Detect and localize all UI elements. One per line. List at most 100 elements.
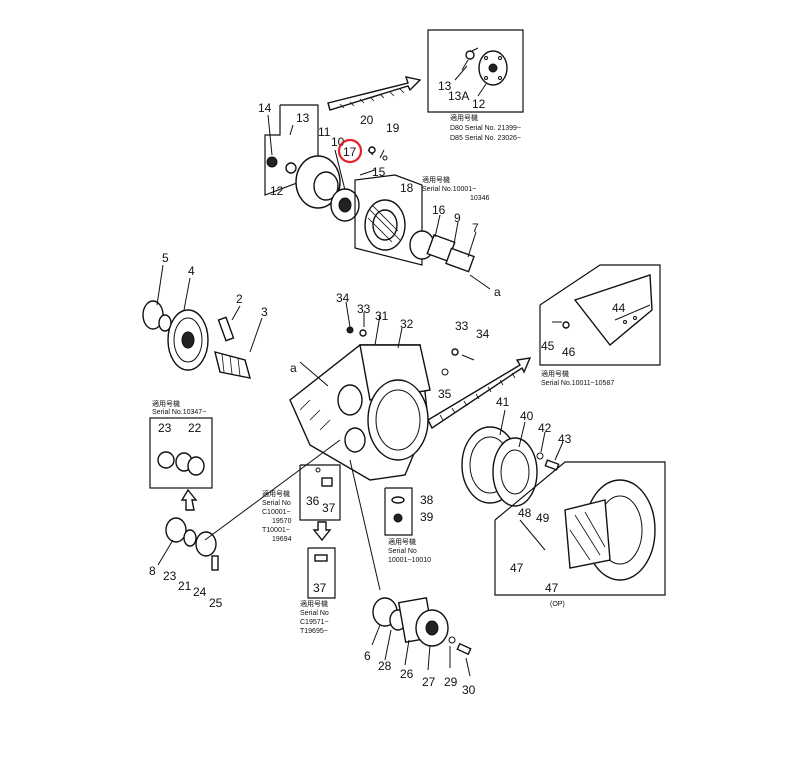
- label-a-mid: a: [290, 361, 297, 375]
- svg-text:D80 Serial No. 21399~: D80 Serial No. 21399~: [450, 125, 521, 132]
- label-31: 31: [375, 309, 389, 323]
- label-18: 18: [400, 181, 414, 195]
- label-26: 26: [400, 667, 414, 681]
- lower-left-parts: 8 23 21 24 25: [149, 488, 223, 610]
- label-44: 44: [612, 301, 626, 315]
- label-45: 45: [541, 339, 555, 353]
- arrow-to-inset: [327, 76, 422, 111]
- arrow-to-plate: [427, 357, 532, 430]
- svg-text:19694: 19694: [272, 536, 292, 543]
- label-47-right: 47: [545, 581, 559, 595]
- label-43: 43: [558, 432, 572, 446]
- label-13: 13: [296, 111, 310, 125]
- label-46: 46: [562, 345, 576, 359]
- label-34-top: 34: [336, 291, 350, 305]
- label-7: 7: [472, 221, 479, 235]
- svg-text:適用号機: 適用号機: [541, 369, 569, 378]
- bottom-assembly: 6 28 26 27 29 30: [364, 597, 476, 697]
- label-12: 12: [270, 184, 284, 198]
- leader-line-down: [349, 459, 381, 591]
- svg-text:C19571~: C19571~: [300, 619, 329, 626]
- label-48: 48: [518, 506, 532, 520]
- gear-cluster: 5 4 2 3: [142, 251, 268, 379]
- label-49: 49: [536, 511, 550, 525]
- label-9: 9: [454, 211, 461, 225]
- svg-text:適用号機: 適用号機: [388, 537, 416, 546]
- svg-text:適用号機: 適用号機: [300, 599, 328, 608]
- op-box: 48 49 47 47 (OP): [494, 461, 666, 608]
- label-22: 22: [188, 421, 202, 435]
- callout-17-highlighted: 17: [337, 138, 363, 164]
- svg-text:Serial No: Serial No: [262, 500, 291, 507]
- label-33-right: 33: [455, 319, 469, 333]
- label-20: 20: [360, 113, 374, 127]
- label-27: 27: [422, 675, 436, 689]
- label-47-left: 47: [510, 561, 524, 575]
- mid-serial-box-37: 37 適用号機 Serial No C19571~ T19695~: [300, 547, 336, 635]
- label-37-lower: 37: [313, 581, 327, 595]
- svg-text:適用号機: 適用号機: [152, 399, 180, 408]
- bearing-18: 適用号機 Serial No.10001~ 10346 18: [354, 174, 490, 266]
- label-3: 3: [261, 305, 268, 319]
- svg-text:C10001~: C10001~: [262, 509, 291, 516]
- label-5: 5: [162, 251, 169, 265]
- label-15: 15: [372, 165, 386, 179]
- svg-text:19570: 19570: [272, 518, 292, 525]
- label-41: 41: [496, 395, 510, 409]
- label-28: 28: [378, 659, 392, 673]
- label-29: 29: [444, 675, 458, 689]
- label-13-inset: 13: [438, 79, 452, 93]
- label-14: 14: [258, 101, 272, 115]
- svg-text:Serial No.10347~: Serial No.10347~: [152, 409, 206, 416]
- label-8: 8: [149, 564, 156, 578]
- label-39: 39: [420, 510, 434, 524]
- main-housing: a 34 33 31 32 33 34 35: [289, 291, 490, 481]
- svg-text:D85 Serial No. 23026~: D85 Serial No. 23026~: [450, 135, 521, 142]
- label-24: 24: [193, 585, 207, 599]
- svg-text:適用号機: 適用号機: [422, 175, 450, 184]
- label-38: 38: [420, 493, 434, 507]
- svg-text:Serial No: Serial No: [388, 548, 417, 555]
- inset-cover-plate: 13 13A 12: [427, 29, 524, 113]
- label-12-inset: 12: [472, 97, 486, 111]
- label-a-top: a: [494, 285, 501, 299]
- label-13a-inset: 13A: [448, 89, 469, 103]
- left-serial-box: 適用号機 Serial No.10347~ 23 22: [149, 399, 213, 489]
- label-34-right: 34: [476, 327, 490, 341]
- mid-serial-box-38: 38 39 適用号機 Serial No 10001~10010: [384, 487, 434, 564]
- label-11: 11: [318, 125, 331, 139]
- svg-text:10346: 10346: [470, 195, 490, 202]
- label-4: 4: [188, 264, 195, 278]
- label-23-lower: 23: [163, 569, 177, 583]
- label-19: 19: [386, 121, 400, 135]
- svg-text:適用号機: 適用号機: [262, 489, 290, 498]
- pinion-shaft: 16 9 7 a: [409, 203, 501, 299]
- cover-assembly: 14 13 11 12 10 20 19 15: [258, 101, 400, 222]
- label-17: 17: [343, 145, 357, 159]
- svg-text:10001~10010: 10001~10010: [388, 557, 431, 564]
- label-25: 25: [209, 596, 223, 610]
- label-40: 40: [520, 409, 534, 423]
- label-35: 35: [438, 387, 452, 401]
- label-21: 21: [178, 579, 192, 593]
- svg-text:T19695~: T19695~: [300, 628, 328, 635]
- label-33-top: 33: [357, 302, 371, 316]
- label-42: 42: [538, 421, 552, 435]
- drum-assembly: 41 40 42 43: [461, 395, 572, 507]
- label-23-box: 23: [158, 421, 172, 435]
- svg-text:T10001~: T10001~: [262, 527, 290, 534]
- label-6: 6: [364, 649, 371, 663]
- leader-line-left: [204, 439, 341, 541]
- svg-text:Serial No: Serial No: [300, 610, 329, 617]
- plate-44-box: 44 45 46 適用号機 Serial No.10011~10587: [539, 264, 661, 387]
- label-32: 32: [400, 317, 414, 331]
- svg-text:Serial No.10011~10587: Serial No.10011~10587: [541, 380, 614, 387]
- svg-text:(OP): (OP): [550, 601, 565, 608]
- mid-serial-box-36: 36 37 適用号機 Serial No C10001~ 19570 T1000…: [262, 464, 341, 543]
- svg-text:適用号機: 適用号機: [450, 113, 478, 122]
- label-36: 36: [306, 494, 320, 508]
- label-2: 2: [236, 292, 243, 306]
- label-37: 37: [322, 501, 336, 515]
- svg-text:Serial No.10001~: Serial No.10001~: [422, 186, 476, 193]
